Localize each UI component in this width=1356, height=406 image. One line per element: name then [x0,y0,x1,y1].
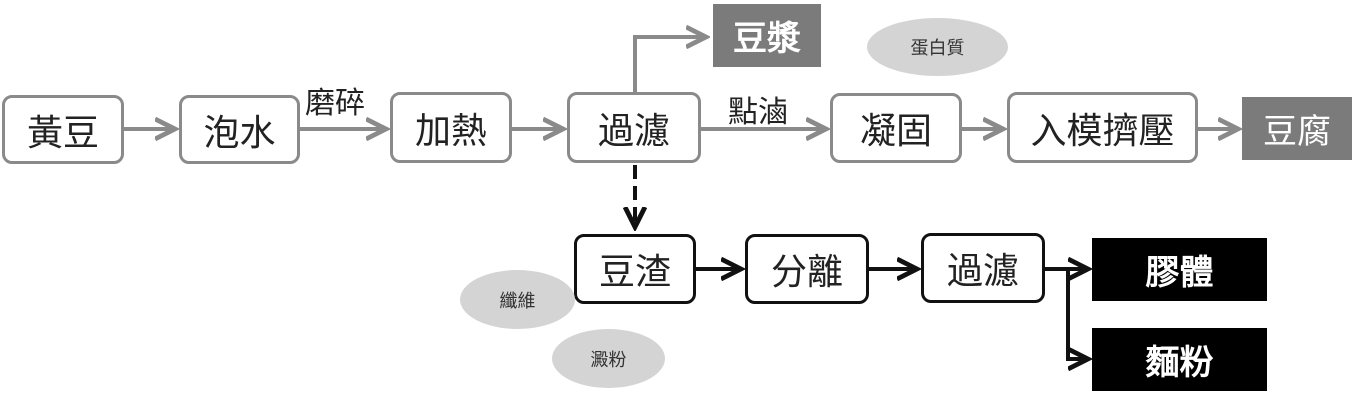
node-soak: 泡水 [179,95,300,164]
node-filter-1: 過濾 [567,92,701,163]
edge-label-coagulant: 點滷 [728,95,788,130]
edge-label-grind: 磨碎 [305,86,365,121]
component-fiber: 纖維 [460,270,575,329]
output-gel: 膠體 [1092,238,1267,301]
component-protein: 蛋白質 [867,18,1008,76]
output-soymilk: 豆漿 [713,4,821,67]
node-soybean: 黃豆 [2,95,124,164]
component-starch: 澱粉 [552,329,665,388]
node-filter-2: 過濾 [921,233,1045,303]
node-okara: 豆渣 [574,234,696,304]
node-coagulate: 凝固 [830,93,962,163]
node-separate: 分離 [745,234,869,304]
node-mold-press: 入模擠壓 [1007,92,1198,163]
node-heat: 加熱 [390,92,512,163]
arrow-filter-to-soymilk [633,37,706,92]
output-tofu: 豆腐 [1242,97,1352,160]
arrow-filter-to-flour [1066,269,1088,359]
output-flour: 麵粉 [1092,328,1267,391]
